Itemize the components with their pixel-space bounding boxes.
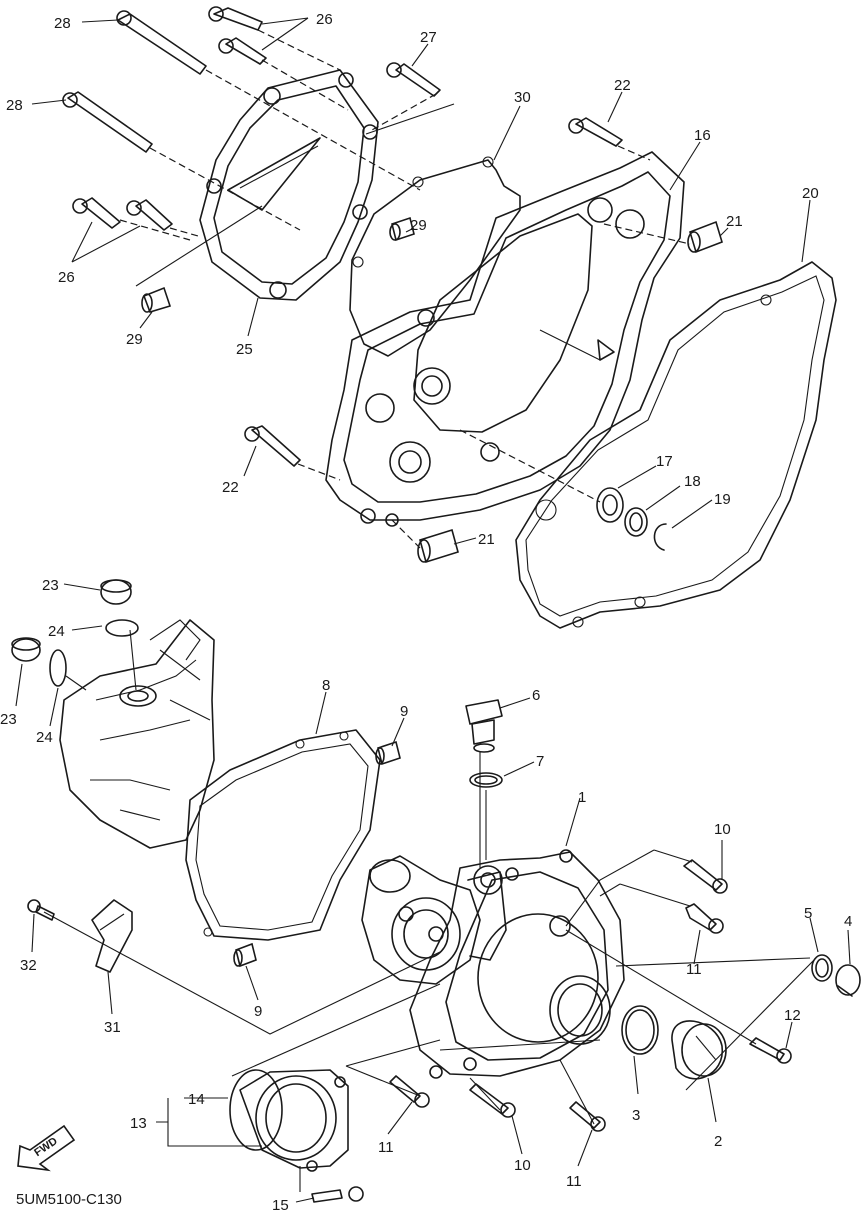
cover-plate xyxy=(229,1069,349,1172)
callout-2: 2 xyxy=(714,1133,722,1150)
clutch-cover xyxy=(199,69,379,301)
callout-4: 4 xyxy=(844,913,852,930)
callout-30: 30 xyxy=(514,89,531,106)
gasket-20 xyxy=(515,261,837,629)
callout-26-lower: 26 xyxy=(58,269,75,286)
diagram-code: 5UM5100-C130 xyxy=(16,1191,122,1208)
callout-25: 25 xyxy=(236,341,253,358)
callout-27: 27 xyxy=(420,29,437,46)
seal-washer-circlip xyxy=(596,487,667,551)
upper-bolts xyxy=(62,6,623,467)
callout-29-lower: 29 xyxy=(126,331,143,348)
callout-11: 11 xyxy=(686,961,702,978)
callout-10: 10 xyxy=(714,821,731,838)
callout-9-lower: 9 xyxy=(254,1003,262,1020)
fwd-arrow-icon: FWD xyxy=(17,1124,76,1172)
callout-20: 20 xyxy=(802,185,819,202)
drain-bolt-washer xyxy=(465,699,503,788)
callout-15: 15 xyxy=(272,1197,289,1212)
callout-11-left: 11 xyxy=(378,1139,394,1156)
lower-alignment-lines xyxy=(43,752,817,1192)
callout-18: 18 xyxy=(684,473,701,490)
callout-10-lower: 10 xyxy=(514,1157,531,1174)
callout-12: 12 xyxy=(784,1007,801,1024)
callout-22-lower: 22 xyxy=(222,479,239,496)
callout-21: 21 xyxy=(726,213,743,230)
callout-16: 16 xyxy=(694,127,711,144)
callout-1: 1 xyxy=(578,789,586,806)
callout-29: 29 xyxy=(410,217,427,234)
callout-24-lower: 24 xyxy=(36,729,53,746)
callout-13: 13 xyxy=(130,1115,147,1132)
callout-23: 23 xyxy=(42,577,59,594)
chain-guide xyxy=(27,899,133,973)
upper-alignment-lines xyxy=(119,29,691,549)
callout-28-lower: 28 xyxy=(6,97,23,114)
callout-9: 9 xyxy=(400,703,408,720)
callout-5: 5 xyxy=(804,905,812,922)
callout-7: 7 xyxy=(536,753,544,770)
callout-24: 24 xyxy=(48,623,65,640)
gasket-30 xyxy=(349,156,521,357)
plugs-orings xyxy=(621,954,861,1080)
callout-14: 14 xyxy=(188,1091,205,1108)
crankcase-cover xyxy=(325,151,685,527)
callout-32: 32 xyxy=(20,957,37,974)
callout-11-right: 11 xyxy=(566,1173,582,1190)
callout-26: 26 xyxy=(316,11,333,28)
gasket-8 xyxy=(185,729,381,941)
callout-28: 28 xyxy=(54,15,71,32)
engine-casting-detail xyxy=(11,579,215,849)
callout-6: 6 xyxy=(532,687,540,704)
callout-3: 3 xyxy=(632,1107,640,1124)
callout-22: 22 xyxy=(614,77,631,94)
lower-bolts xyxy=(311,859,792,1203)
callout-17: 17 xyxy=(656,453,673,470)
water-pump-housing xyxy=(361,855,507,985)
dowel-pins-upper xyxy=(141,216,723,564)
callout-labels: 1 2 3 4 5 6 7 8 9 9 10 10 11 11 11 12 13… xyxy=(0,11,852,1212)
callout-21-lower: 21 xyxy=(478,531,495,548)
callout-8: 8 xyxy=(322,677,330,694)
callout-19: 19 xyxy=(714,491,731,508)
leader-lines xyxy=(15,17,851,1203)
dowel-pins-lower xyxy=(233,740,401,968)
callout-23-lower: 23 xyxy=(0,711,17,728)
generator-cover xyxy=(409,849,625,1079)
callout-31: 31 xyxy=(104,1019,121,1036)
